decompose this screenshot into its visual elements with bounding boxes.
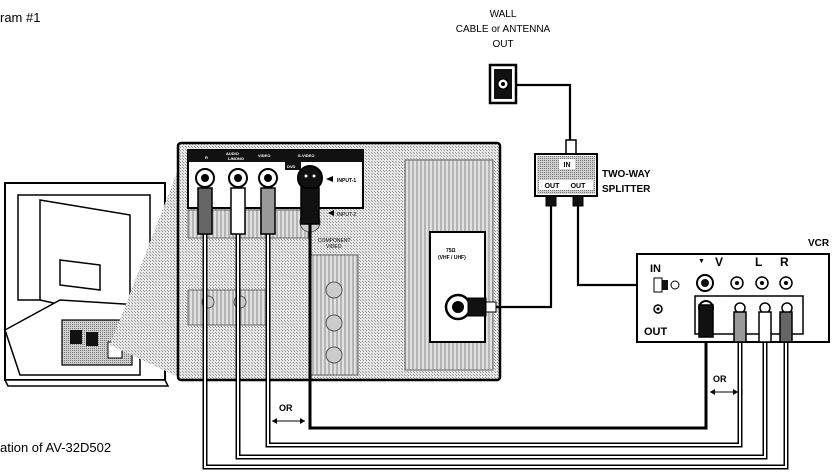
- video-plug: [260, 187, 276, 235]
- zoom-projection: [110, 152, 185, 380]
- audio-l-plug: [230, 187, 246, 235]
- component-pb-jack[interactable]: [325, 314, 343, 332]
- or-label: OR: [279, 403, 293, 413]
- splitter-to-tv-cable: [496, 204, 553, 309]
- vhf-uhf-label: (VHF / UHF): [438, 255, 466, 261]
- svideo-jack[interactable]: [297, 165, 323, 191]
- tv-plugs: [197, 187, 320, 235]
- vcr-v-label: V: [715, 255, 723, 269]
- component-pr-jack[interactable]: [325, 346, 343, 364]
- or-indicator-left: OR: [272, 403, 305, 424]
- svideo-plug: [300, 187, 320, 225]
- vcr-label: VCR: [808, 238, 830, 249]
- video-label: VIDEO: [258, 153, 270, 158]
- splitter-in-label: IN: [564, 162, 571, 169]
- svideo-marker: ▼: [698, 258, 705, 265]
- splitter-out-label: OUT: [545, 183, 561, 190]
- or-indicator-right: OR: [710, 374, 738, 395]
- svideo-label: S-VIDEO: [298, 153, 314, 158]
- wall-to-splitter-cable: [507, 83, 572, 152]
- diagram-caption: ation of AV-32D502: [0, 440, 112, 455]
- vcr-l-label: L: [755, 255, 762, 269]
- wall-label: WALL: [490, 9, 517, 20]
- cables: [202, 83, 789, 470]
- tv-side-jack: [86, 332, 98, 346]
- input1-label: INPUT-1: [337, 178, 356, 184]
- or-label: OR: [713, 374, 727, 384]
- vcr-back-panel: VCR IN OUT ▼ V L R: [636, 238, 830, 343]
- l-mono-label: L/MONO: [228, 156, 244, 161]
- audio-label: AUDIO: [226, 151, 239, 156]
- input2-label: INPUT-2: [337, 212, 356, 218]
- r-jack-label: R: [205, 155, 208, 160]
- splitter-label: SPLITTER: [602, 184, 651, 195]
- splitter-to-vcr-cable: [576, 204, 656, 287]
- diagram-title: ram #1: [0, 10, 41, 25]
- vcr-svideo-plug: [698, 304, 714, 338]
- dvd-label: DVD: [287, 164, 296, 169]
- ant-label: 75Ω: [446, 248, 456, 254]
- cable-antenna-label: CABLE or ANTENNA: [456, 24, 551, 35]
- vcr-out-label: OUT: [644, 326, 668, 338]
- vcr-video-plug: [733, 311, 747, 343]
- tv-set: [3, 182, 170, 387]
- wall-outlet: [488, 63, 518, 105]
- out-label: OUT: [492, 39, 513, 50]
- vcr-audio-l-plug: [758, 311, 772, 343]
- tv-back-panel: R AUDIO L/MONO VIDEO S-VIDEO DVD INPUT-1…: [176, 141, 502, 382]
- audio-r-plug: [197, 187, 213, 235]
- vcr-r-label: R: [780, 255, 789, 269]
- component-y-jack[interactable]: [325, 281, 343, 299]
- component-label: COMPONENT: [318, 238, 351, 244]
- vcr-in-label: IN: [650, 263, 661, 275]
- component-video-label: VIDEO: [326, 244, 342, 250]
- vcr-audio-r-plug: [779, 311, 793, 343]
- splitter-out-label: OUT: [571, 183, 587, 190]
- tv-side-jack: [70, 330, 82, 344]
- two-way-label: TWO-WAY: [602, 169, 651, 180]
- two-way-splitter: IN OUT OUT: [534, 139, 598, 207]
